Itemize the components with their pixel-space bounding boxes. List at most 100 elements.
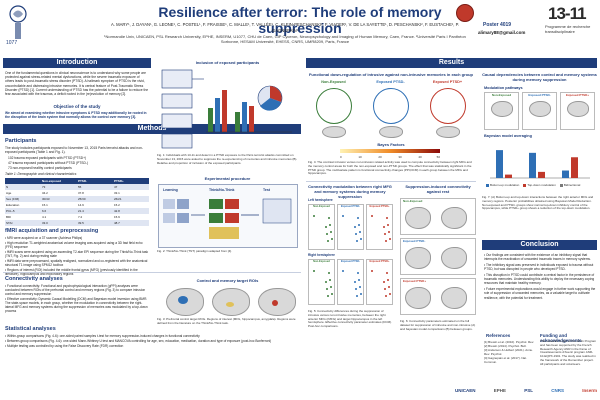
fig5-data-point bbox=[386, 272, 388, 274]
inclusion-title: Inclusion of exposed participants bbox=[195, 60, 260, 65]
participants-item-ptsd-plus: 102 trauma exposed participants with PTS… bbox=[8, 156, 87, 160]
references-list: [1] Brewin et al. (2010). Psychol. Rev.[… bbox=[484, 340, 536, 364]
fig4-brain-thumbnail bbox=[379, 126, 403, 138]
legend-swatch-icon bbox=[559, 183, 563, 187]
phase-tnt-label: Think/No-Think bbox=[209, 188, 235, 192]
fig7-title: Causal dependencies between control and … bbox=[482, 72, 597, 82]
table-header-cell: Non-exposed bbox=[42, 179, 62, 183]
bayes-tick-label: 40 bbox=[418, 155, 422, 159]
fig5-data-point bbox=[326, 288, 328, 290]
logo-unicaen: UNICAEN bbox=[455, 388, 476, 393]
logo-ephe: EPHE bbox=[493, 388, 506, 393]
mfg-roi-marker bbox=[178, 296, 188, 304]
fig5-data-point bbox=[356, 240, 358, 242]
fig6-brain-right bbox=[441, 207, 467, 229]
fig5-data-point bbox=[329, 279, 331, 281]
poster-number: Poster 4019 bbox=[483, 22, 512, 28]
fig5-data-point bbox=[371, 270, 373, 272]
fig5-title: Connectivity modulation between right MF… bbox=[308, 184, 392, 199]
fig5-data-point bbox=[325, 281, 327, 283]
fig5-data-point bbox=[387, 224, 389, 226]
fig5-data-point bbox=[383, 226, 385, 228]
fig7-bar bbox=[496, 150, 503, 178]
fig5-data-point bbox=[358, 279, 360, 281]
legend-label: Bidirectional bbox=[563, 183, 581, 187]
fig5-group-label: Exposed PTSD+ bbox=[369, 205, 390, 208]
fig7-group-panel: Exposed PTSD- bbox=[522, 92, 557, 130]
fig6-group-label: Exposed PTSD+ bbox=[403, 279, 427, 283]
fig6-brain-left bbox=[405, 247, 431, 269]
amygdala-roi-marker bbox=[272, 300, 278, 306]
participants-item-controls: 73 non-exposed healthy control participa… bbox=[8, 166, 72, 170]
introduction-header: Introduction bbox=[3, 58, 151, 68]
fig6-group-panel: Exposed PTSD- bbox=[400, 238, 476, 275]
bayes-tick-label: 50 bbox=[437, 155, 440, 159]
hippocampus-roi-marker bbox=[226, 302, 234, 307]
procedure-schematic bbox=[163, 198, 292, 239]
fig7-group-label: Non-Exposed bbox=[491, 93, 512, 97]
table-cell: Sex (F/M) bbox=[6, 197, 20, 201]
participants-text: The study includes participants exposed … bbox=[5, 146, 143, 155]
fig5-data-point bbox=[354, 226, 356, 228]
poster-header: 1077 Resilience after terror: The role o… bbox=[0, 0, 600, 52]
fmri-item: • fMRI scans were acquired using an asce… bbox=[5, 250, 149, 258]
fig6-brain-right bbox=[441, 247, 467, 269]
fig7-legend-item: Bottom-up modulation bbox=[486, 183, 519, 187]
references-heading: References bbox=[486, 333, 511, 338]
conclusion-header: Conclusion bbox=[482, 240, 597, 250]
fig5-data-point bbox=[327, 240, 329, 242]
table-cell: 48.7 bbox=[114, 221, 120, 225]
fig5-group-label: Exposed PTSD+ bbox=[369, 260, 390, 263]
funding-text: This research is part of the 13-11 Progr… bbox=[540, 340, 597, 366]
reference-item: [2] Brewin (2014). Psychol. Bull. bbox=[484, 344, 527, 348]
roi-title: Control and memory target ROIs bbox=[196, 278, 259, 283]
fig4-title: Functional down-regulation of intrusive … bbox=[308, 72, 473, 77]
reference-item: [3] Anderson & Hulbert (2021). Annu. Rev… bbox=[484, 348, 534, 356]
program-logo-subtitle: Programme de recherche transdisciplinair… bbox=[545, 24, 591, 34]
poster-affiliations: ¹Normandie Univ, UNICAEN, PSL Research U… bbox=[104, 34, 466, 44]
fig5-scatter-panel: Non-Exposed bbox=[308, 259, 335, 305]
contact-email[interactable]: alimary88@gmail.com bbox=[478, 30, 526, 35]
experimental-caption: Fig. 2: Think/No-Think (TNT) paradigm ad… bbox=[157, 250, 232, 253]
inclusion-flowchart bbox=[161, 69, 292, 149]
fig5-group-label: Exposed PTSD- bbox=[340, 205, 361, 208]
table-cell: 39.5 bbox=[78, 221, 84, 225]
table-cell: 73 bbox=[42, 185, 46, 189]
fig5-data-point bbox=[328, 272, 330, 274]
table-cell: PCL-5 bbox=[6, 209, 15, 213]
fig4-chord-diagram bbox=[430, 88, 466, 124]
conclusion-item: • Our findings are consistent with the e… bbox=[484, 253, 591, 262]
fig5-data-point bbox=[326, 233, 328, 235]
table-cell: 25/30 bbox=[78, 197, 86, 201]
table-cell: Education bbox=[6, 203, 20, 207]
table-cell: 34.2 bbox=[42, 191, 48, 195]
fig5-data-point bbox=[389, 293, 391, 295]
results-divider bbox=[306, 181, 476, 182]
fig5-data-point bbox=[313, 215, 315, 217]
fig7-bar bbox=[562, 170, 569, 178]
fig5-group-label: Non-Exposed bbox=[313, 260, 330, 263]
fig5-scatter-panel: Exposed PTSD+ bbox=[366, 259, 393, 305]
bayes-tick-label: 10 bbox=[358, 155, 362, 159]
fig4-group-label: Exposed PTSD- bbox=[376, 80, 405, 84]
fig4-group-label: Exposed PTSD+ bbox=[432, 80, 463, 84]
fig5-data-point bbox=[360, 238, 362, 240]
inclusion-caption: Fig. 1: Individuals with 13-11 and detec… bbox=[157, 154, 298, 165]
fmri-item: • High resolution T1-weighted anatomical… bbox=[5, 241, 143, 249]
fig5-data-point bbox=[330, 231, 332, 233]
fig6-brain-left bbox=[405, 287, 431, 309]
fig5-scatter-panel: Non-Exposed bbox=[308, 204, 335, 250]
table-cell: 15.1 bbox=[42, 203, 48, 207]
table-cell: STAI bbox=[6, 221, 13, 225]
table-cell: N bbox=[6, 185, 9, 189]
fig5-data-point bbox=[384, 233, 386, 235]
fig5-data-point bbox=[357, 272, 359, 274]
